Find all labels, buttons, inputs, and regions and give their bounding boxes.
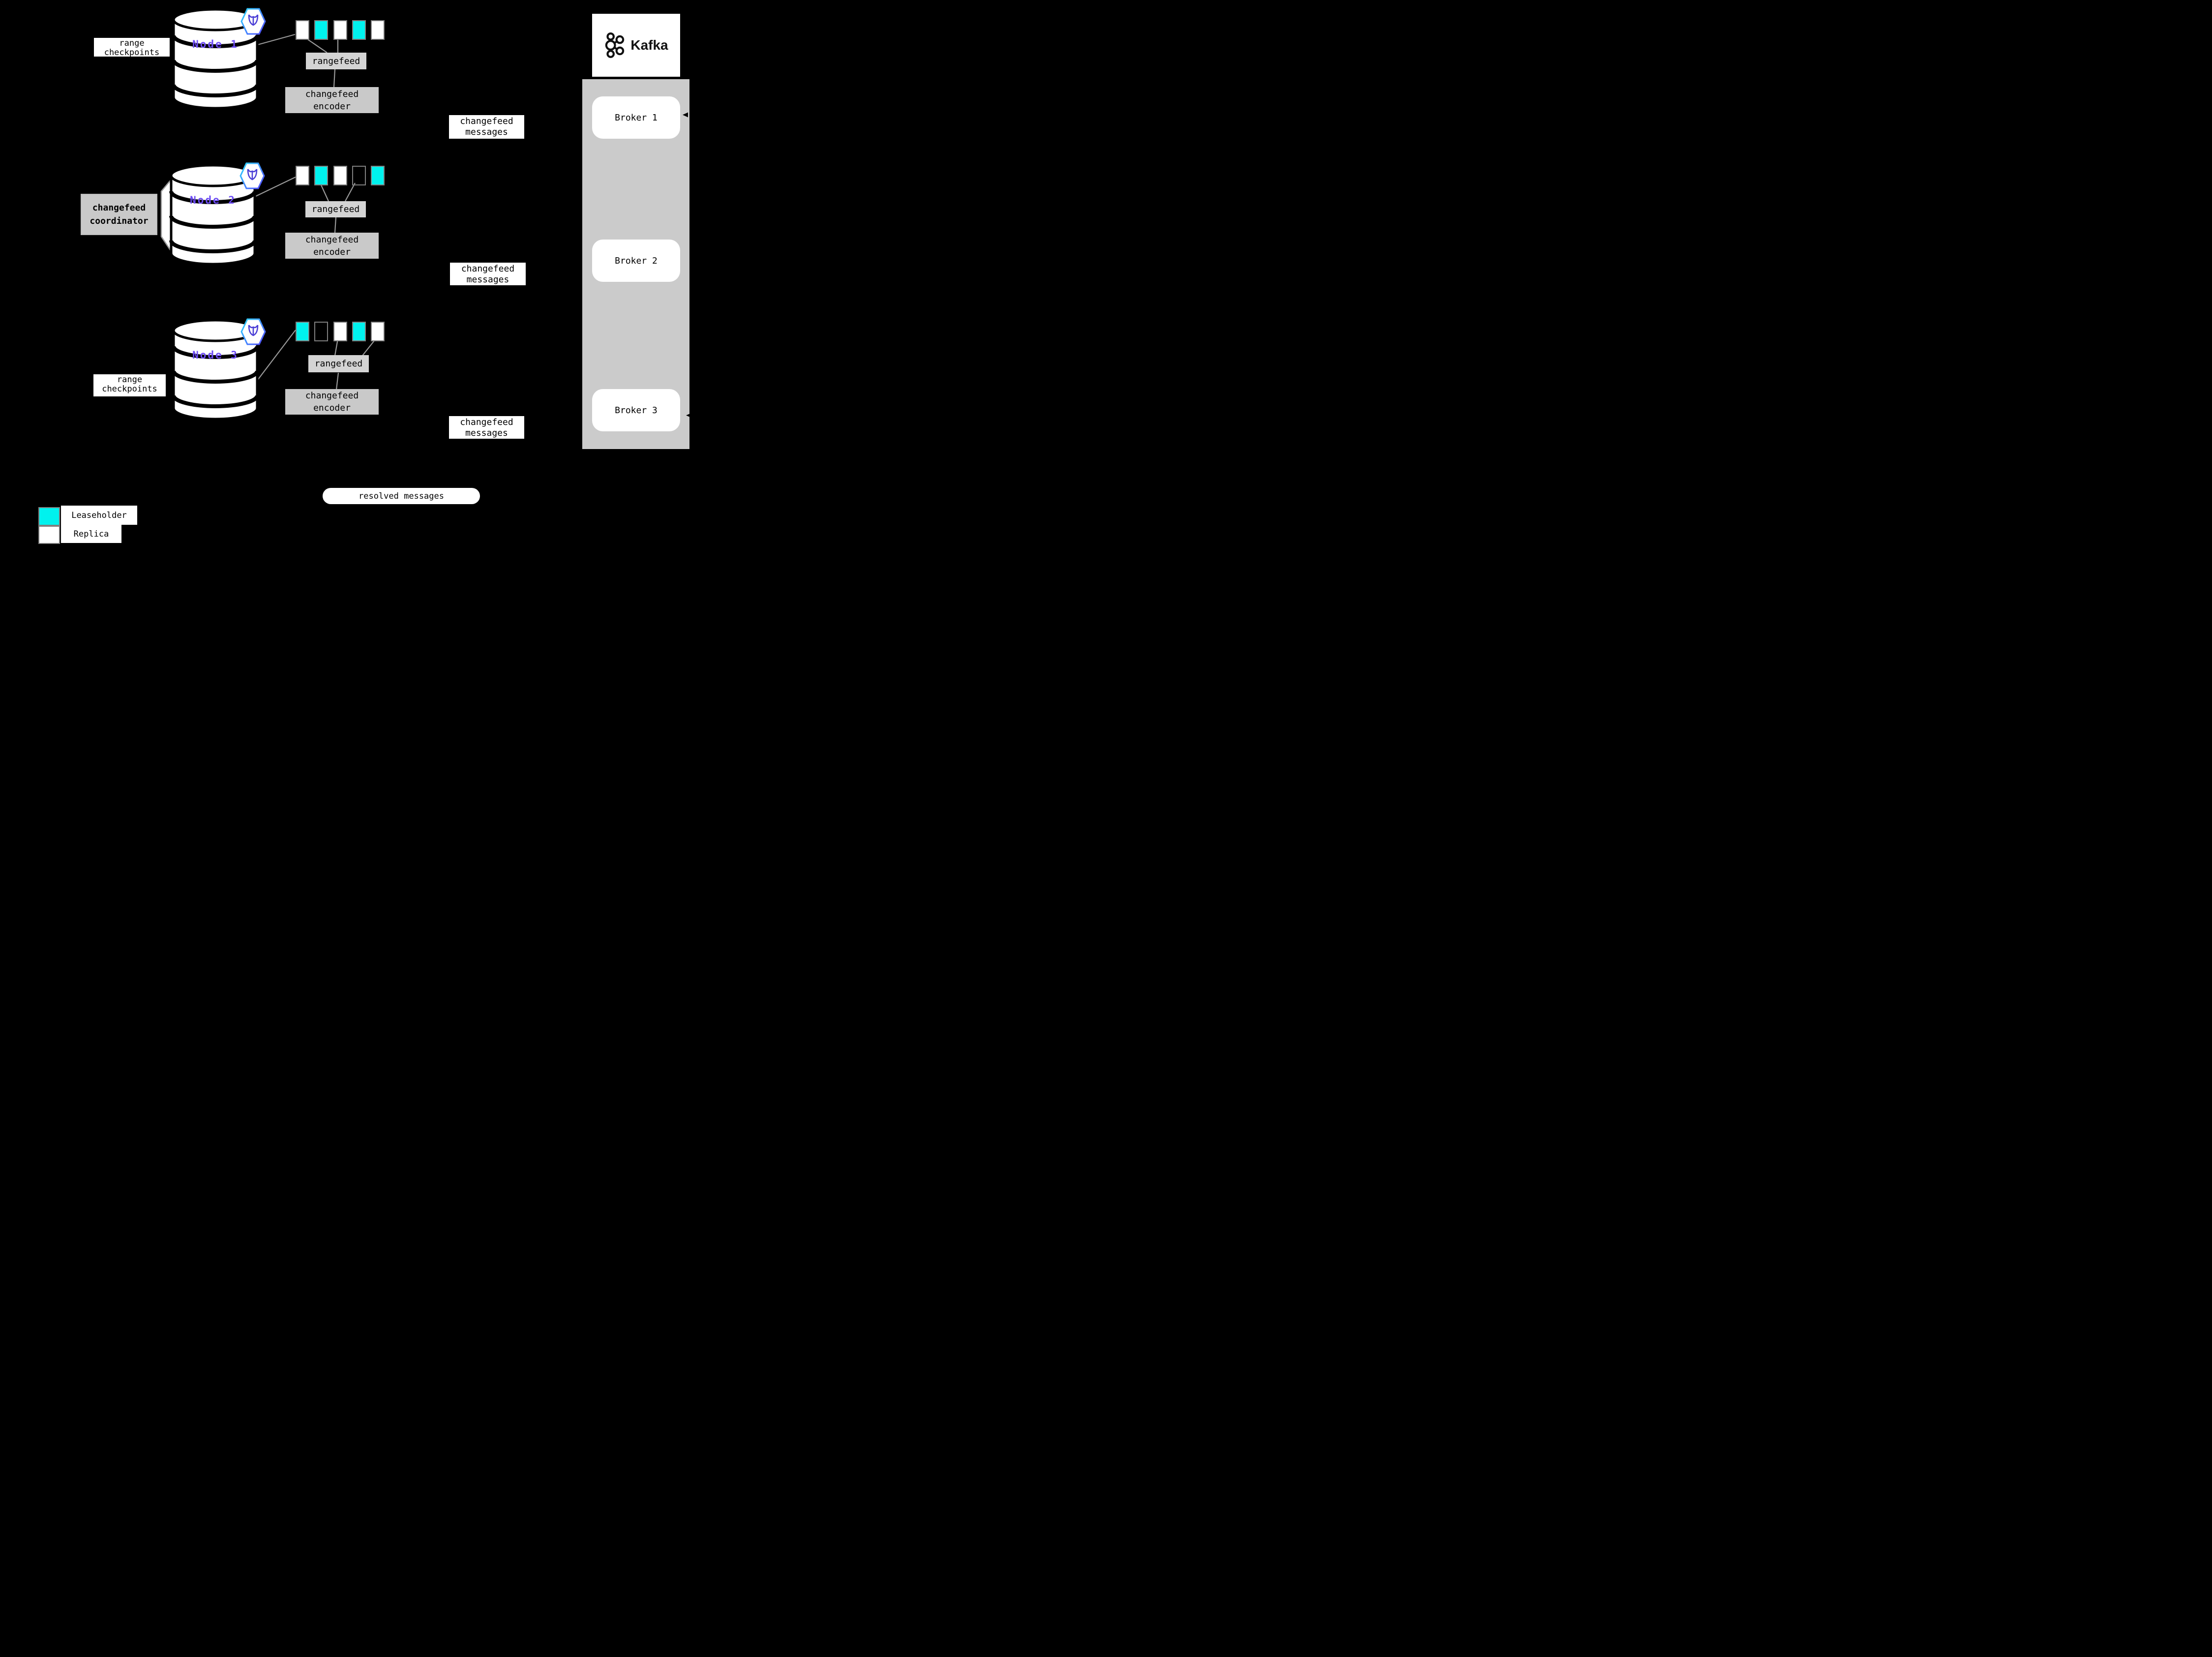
range-row-2 [296,166,385,185]
range-square [314,166,329,185]
kafka-logo-box: Kafka [592,14,680,77]
range-row-1 [296,20,385,40]
range-checkpoints-label-1: range checkpoints [94,38,170,57]
cockroachdb-logo-icon [240,8,266,35]
node-2-label: Node 2 [190,194,236,206]
changefeed-messages-label-3: changefeed messages [449,416,524,439]
connector-lines [255,33,376,390]
legend-leaseholder-label: Leaseholder [61,506,137,525]
range-square [314,20,329,40]
legend-leaseholder-swatch [38,507,60,526]
node-1-label: Node 1 [192,38,239,50]
changefeed-architecture-diagram: Kafka Broker 1 Broker 2 Broker 3 range c… [0,0,738,552]
legend-replica-label: Replica [61,525,121,543]
range-square [314,322,329,341]
arrowhead-icon [683,112,688,118]
range-square [296,20,309,40]
range-square [371,322,385,341]
broker-2: Broker 2 [592,240,680,282]
rangefeed-box-1: rangefeed [306,53,366,69]
node-1-cylinder [172,8,259,110]
range-square [333,322,347,341]
broker-1: Broker 1 [592,96,680,139]
kafka-title: Kafka [630,37,668,53]
broker-3-label: Broker 3 [615,405,658,416]
changefeed-encoder-box-3: changefeed encoder [285,389,379,415]
range-square [371,166,385,185]
broker-1-label: Broker 1 [615,112,658,123]
changefeed-messages-label-2: changefeed messages [450,263,526,285]
changefeed-messages-label-1: changefeed messages [449,115,524,139]
cockroachdb-logo-icon [239,162,265,189]
range-square [333,20,347,40]
arrowhead-small-icon [686,414,689,417]
range-square [352,166,366,185]
cockroachdb-logo-icon [240,318,266,345]
changefeed-encoder-box-2: changefeed encoder [285,233,379,259]
rangefeed-box-2: rangefeed [305,201,366,217]
range-square [296,322,309,341]
broker-2-label: Broker 2 [615,255,658,266]
resolved-messages-pill: resolved messages [323,488,480,504]
range-square [352,322,366,341]
range-square [333,166,347,185]
range-square [352,20,366,40]
broker-3: Broker 3 [592,389,680,431]
kafka-logo-icon [605,32,625,58]
range-row-3 [296,322,385,341]
node-3-cylinder [172,319,259,421]
range-square [296,166,309,185]
node-3-label: Node 3 [192,349,239,361]
rangefeed-box-3: rangefeed [308,355,369,372]
range-checkpoints-label-2: range checkpoints [93,374,166,396]
range-square [371,20,385,40]
legend-replica-swatch [38,526,60,544]
changefeed-coordinator-box: changefeed coordinator [81,194,157,235]
node-2-cylinder [169,164,257,266]
changefeed-encoder-box-1: changefeed encoder [285,87,379,113]
